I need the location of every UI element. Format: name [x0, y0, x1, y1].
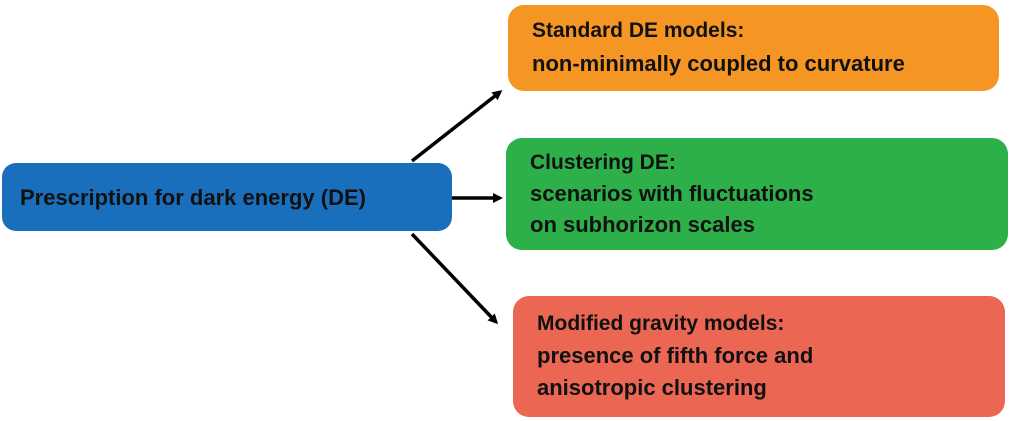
- modified-gravity-line-2: anisotropic clustering: [537, 375, 767, 400]
- standard-de-node: Standard DE models: non-minimally couple…: [508, 5, 999, 91]
- standard-de-heading: Standard DE models:: [532, 19, 745, 42]
- clustering-de-heading: Clustering DE:: [530, 151, 676, 174]
- arrow-to-modified-gravity: [410, 232, 499, 325]
- modified-gravity-heading: Modified gravity models:: [537, 312, 785, 335]
- clustering-de-line-1: scenarios with fluctuations: [530, 181, 814, 206]
- root-label: Prescription for dark energy (DE): [20, 184, 366, 210]
- standard-de-line-1: non-minimally coupled to curvature: [532, 51, 905, 76]
- clustering-de-line-2: on subhorizon scales: [530, 212, 755, 237]
- arrow-to-standard-de: [410, 90, 503, 163]
- clustering-de-node: Clustering DE: scenarios with fluctuatio…: [506, 138, 1008, 250]
- root-node: Prescription for dark energy (DE): [2, 163, 452, 231]
- modified-gravity-line-1: presence of fifth force and: [537, 343, 814, 368]
- modified-gravity-node: Modified gravity models: presence of fif…: [513, 296, 1005, 417]
